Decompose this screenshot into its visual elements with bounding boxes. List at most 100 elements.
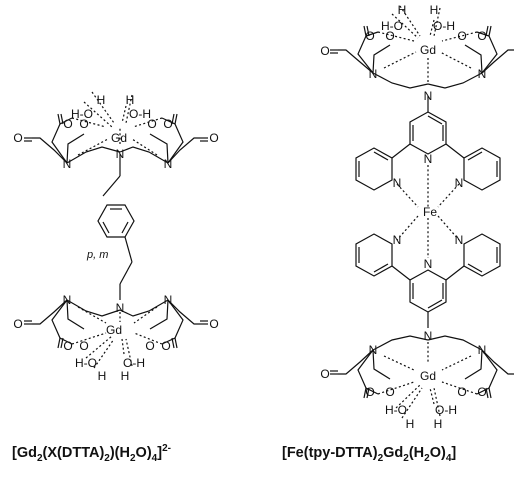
- right-lower-right-pyridine: [445, 233, 501, 281]
- label-h-lower-1: H: [98, 369, 107, 383]
- label-o-lower-4: O: [79, 339, 88, 353]
- label-n-r-upper-3: N: [424, 89, 433, 103]
- label-o-r-lower-1: O: [365, 385, 374, 399]
- label-o-r-lower-5: O: [320, 367, 329, 381]
- left-upper-gd-unit: [24, 91, 208, 197]
- caption-right-sub: 4: [445, 452, 452, 464]
- right-structure: [330, 5, 514, 419]
- caption-left-part: (X(DTTA): [42, 445, 105, 461]
- label-o-lower-6: O: [161, 339, 170, 353]
- label-n-lower-1: N: [63, 293, 72, 307]
- label-ho-lower: H-O: [75, 356, 97, 370]
- caption-right-part: (H: [408, 445, 425, 461]
- label-o-lower-3: O: [63, 339, 72, 353]
- label-n-r-lower-1: N: [369, 343, 378, 357]
- label-oh-r-lower: O-H: [435, 403, 457, 417]
- label-n-upper-1: N: [63, 157, 72, 171]
- label-gd-r-upper: Gd: [420, 43, 436, 57]
- right-upper-right-pyridine: [445, 143, 501, 191]
- label-gd-r-lower: Gd: [420, 369, 436, 383]
- label-o-r-upper-4: O: [477, 29, 486, 43]
- label-n-r-upper-1: N: [369, 67, 378, 81]
- caption-right-formula: [Fe(tpy-DTTA)2Gd2(H2O)4]: [282, 445, 457, 464]
- left-lower-gd-unit: [24, 284, 208, 369]
- label-n-lower-3: N: [164, 293, 173, 307]
- caption-left-part: O): [135, 445, 152, 461]
- label-o-r-lower-3: O: [457, 385, 466, 399]
- right-lower-left-pyridine: [355, 233, 411, 281]
- label-o-r-upper-1: O: [365, 29, 374, 43]
- label-o-upper-5: O: [13, 131, 22, 145]
- label-o-upper-4: O: [163, 117, 172, 131]
- right-lower-central-pyridine: [409, 269, 447, 328]
- label-n-upper-3: N: [164, 157, 173, 171]
- label-n-lower-2: N: [116, 301, 125, 315]
- label-n-tpy-lower-left: N: [393, 233, 402, 247]
- label-fe: Fe: [423, 205, 437, 219]
- caption-left-formula: [Gd2(X(DTTA)2)(H2O)4]2-: [12, 443, 171, 464]
- label-n-tpy-upper-left: N: [393, 176, 402, 190]
- right-upper-left-pyridine: [355, 143, 411, 191]
- label-n-tpy-upper-right: N: [455, 176, 464, 190]
- caption-left-part: )(H: [109, 445, 130, 461]
- caption-right-sub: 2: [424, 452, 430, 464]
- label-o-lower-1: O: [13, 317, 22, 331]
- label-oh-r-upper: O-H: [433, 19, 455, 33]
- label-h-r-upper-2: H: [430, 3, 439, 17]
- label-h-upper-2: H: [126, 93, 135, 107]
- label-gd-upper: Gd: [111, 131, 127, 145]
- label-h-r-lower-1: H: [406, 417, 415, 431]
- label-ho-upper: H-O: [71, 107, 93, 121]
- right-upper-central-pyridine: [409, 111, 447, 155]
- left-atom-labels: H H H-O O-H O O O O O O Gd N N N p, m N …: [13, 93, 218, 383]
- label-o-upper-6: O: [209, 131, 218, 145]
- label-ho-r-lower: H-O: [385, 403, 407, 417]
- label-o-r-upper-5: O: [320, 44, 329, 58]
- label-ho-r-upper: H-O: [381, 19, 403, 33]
- label-h-lower-2: H: [121, 369, 130, 383]
- right-lower-gd-unit: [330, 335, 514, 419]
- label-h-r-lower-2: H: [434, 417, 443, 431]
- label-n-r-lower-2: N: [478, 343, 487, 357]
- caption-right-sub: 2: [403, 452, 409, 464]
- caption-right-sub: 2: [377, 452, 384, 464]
- label-gd-lower: Gd: [106, 323, 122, 337]
- caption-left-sub: 2: [104, 452, 110, 464]
- label-o-r-upper-2: O: [385, 29, 394, 43]
- label-o-lower-5: O: [145, 339, 154, 353]
- caption-left-part: ]: [157, 445, 163, 461]
- label-h-upper-1: H: [97, 93, 106, 107]
- label-n-tpy-lower-right: N: [455, 233, 464, 247]
- right-upper-gd-unit: [330, 5, 514, 112]
- label-n-tpy-lower-center: N: [424, 257, 433, 271]
- label-o-r-lower-4: O: [477, 385, 486, 399]
- caption-left-sub: 2: [36, 452, 43, 464]
- caption-right-part: [Fe(tpy-DTTA): [282, 445, 378, 461]
- label-oh-lower: O-H: [123, 356, 145, 370]
- label-o-r-lower-2: O: [385, 385, 394, 399]
- label-o-upper-3: O: [147, 117, 156, 131]
- caption-right-part: ]: [451, 445, 457, 461]
- caption-left-sub: 4: [151, 452, 158, 464]
- label-n-r-upper-2: N: [478, 67, 487, 81]
- label-n-r-lower-3: N: [424, 329, 433, 343]
- label-o-upper-2: O: [79, 117, 88, 131]
- label-oh-upper: O-H: [129, 107, 151, 121]
- label-o-upper-1: O: [63, 117, 72, 131]
- fe-coordination: [396, 165, 460, 258]
- caption-left-charge: 2-: [162, 443, 171, 455]
- caption-left-sub: 2: [129, 452, 136, 464]
- left-benzene-ring: [97, 204, 135, 285]
- label-h-r-upper-1: H: [398, 3, 407, 17]
- caption-right-part: O): [429, 445, 446, 461]
- caption-right-part: Gd: [383, 445, 404, 461]
- label-o-lower-2: O: [209, 317, 218, 331]
- right-atom-labels: H H H-O O-H O O O O O Gd N N N N N N Fe …: [320, 3, 486, 431]
- caption-left-part: [Gd: [12, 445, 37, 461]
- label-n-upper-2: N: [116, 147, 125, 161]
- label-n-tpy-upper-center: N: [424, 152, 433, 166]
- label-o-r-upper-3: O: [457, 29, 466, 43]
- substitution-note: p, m: [86, 249, 108, 261]
- left-structure: [24, 91, 208, 369]
